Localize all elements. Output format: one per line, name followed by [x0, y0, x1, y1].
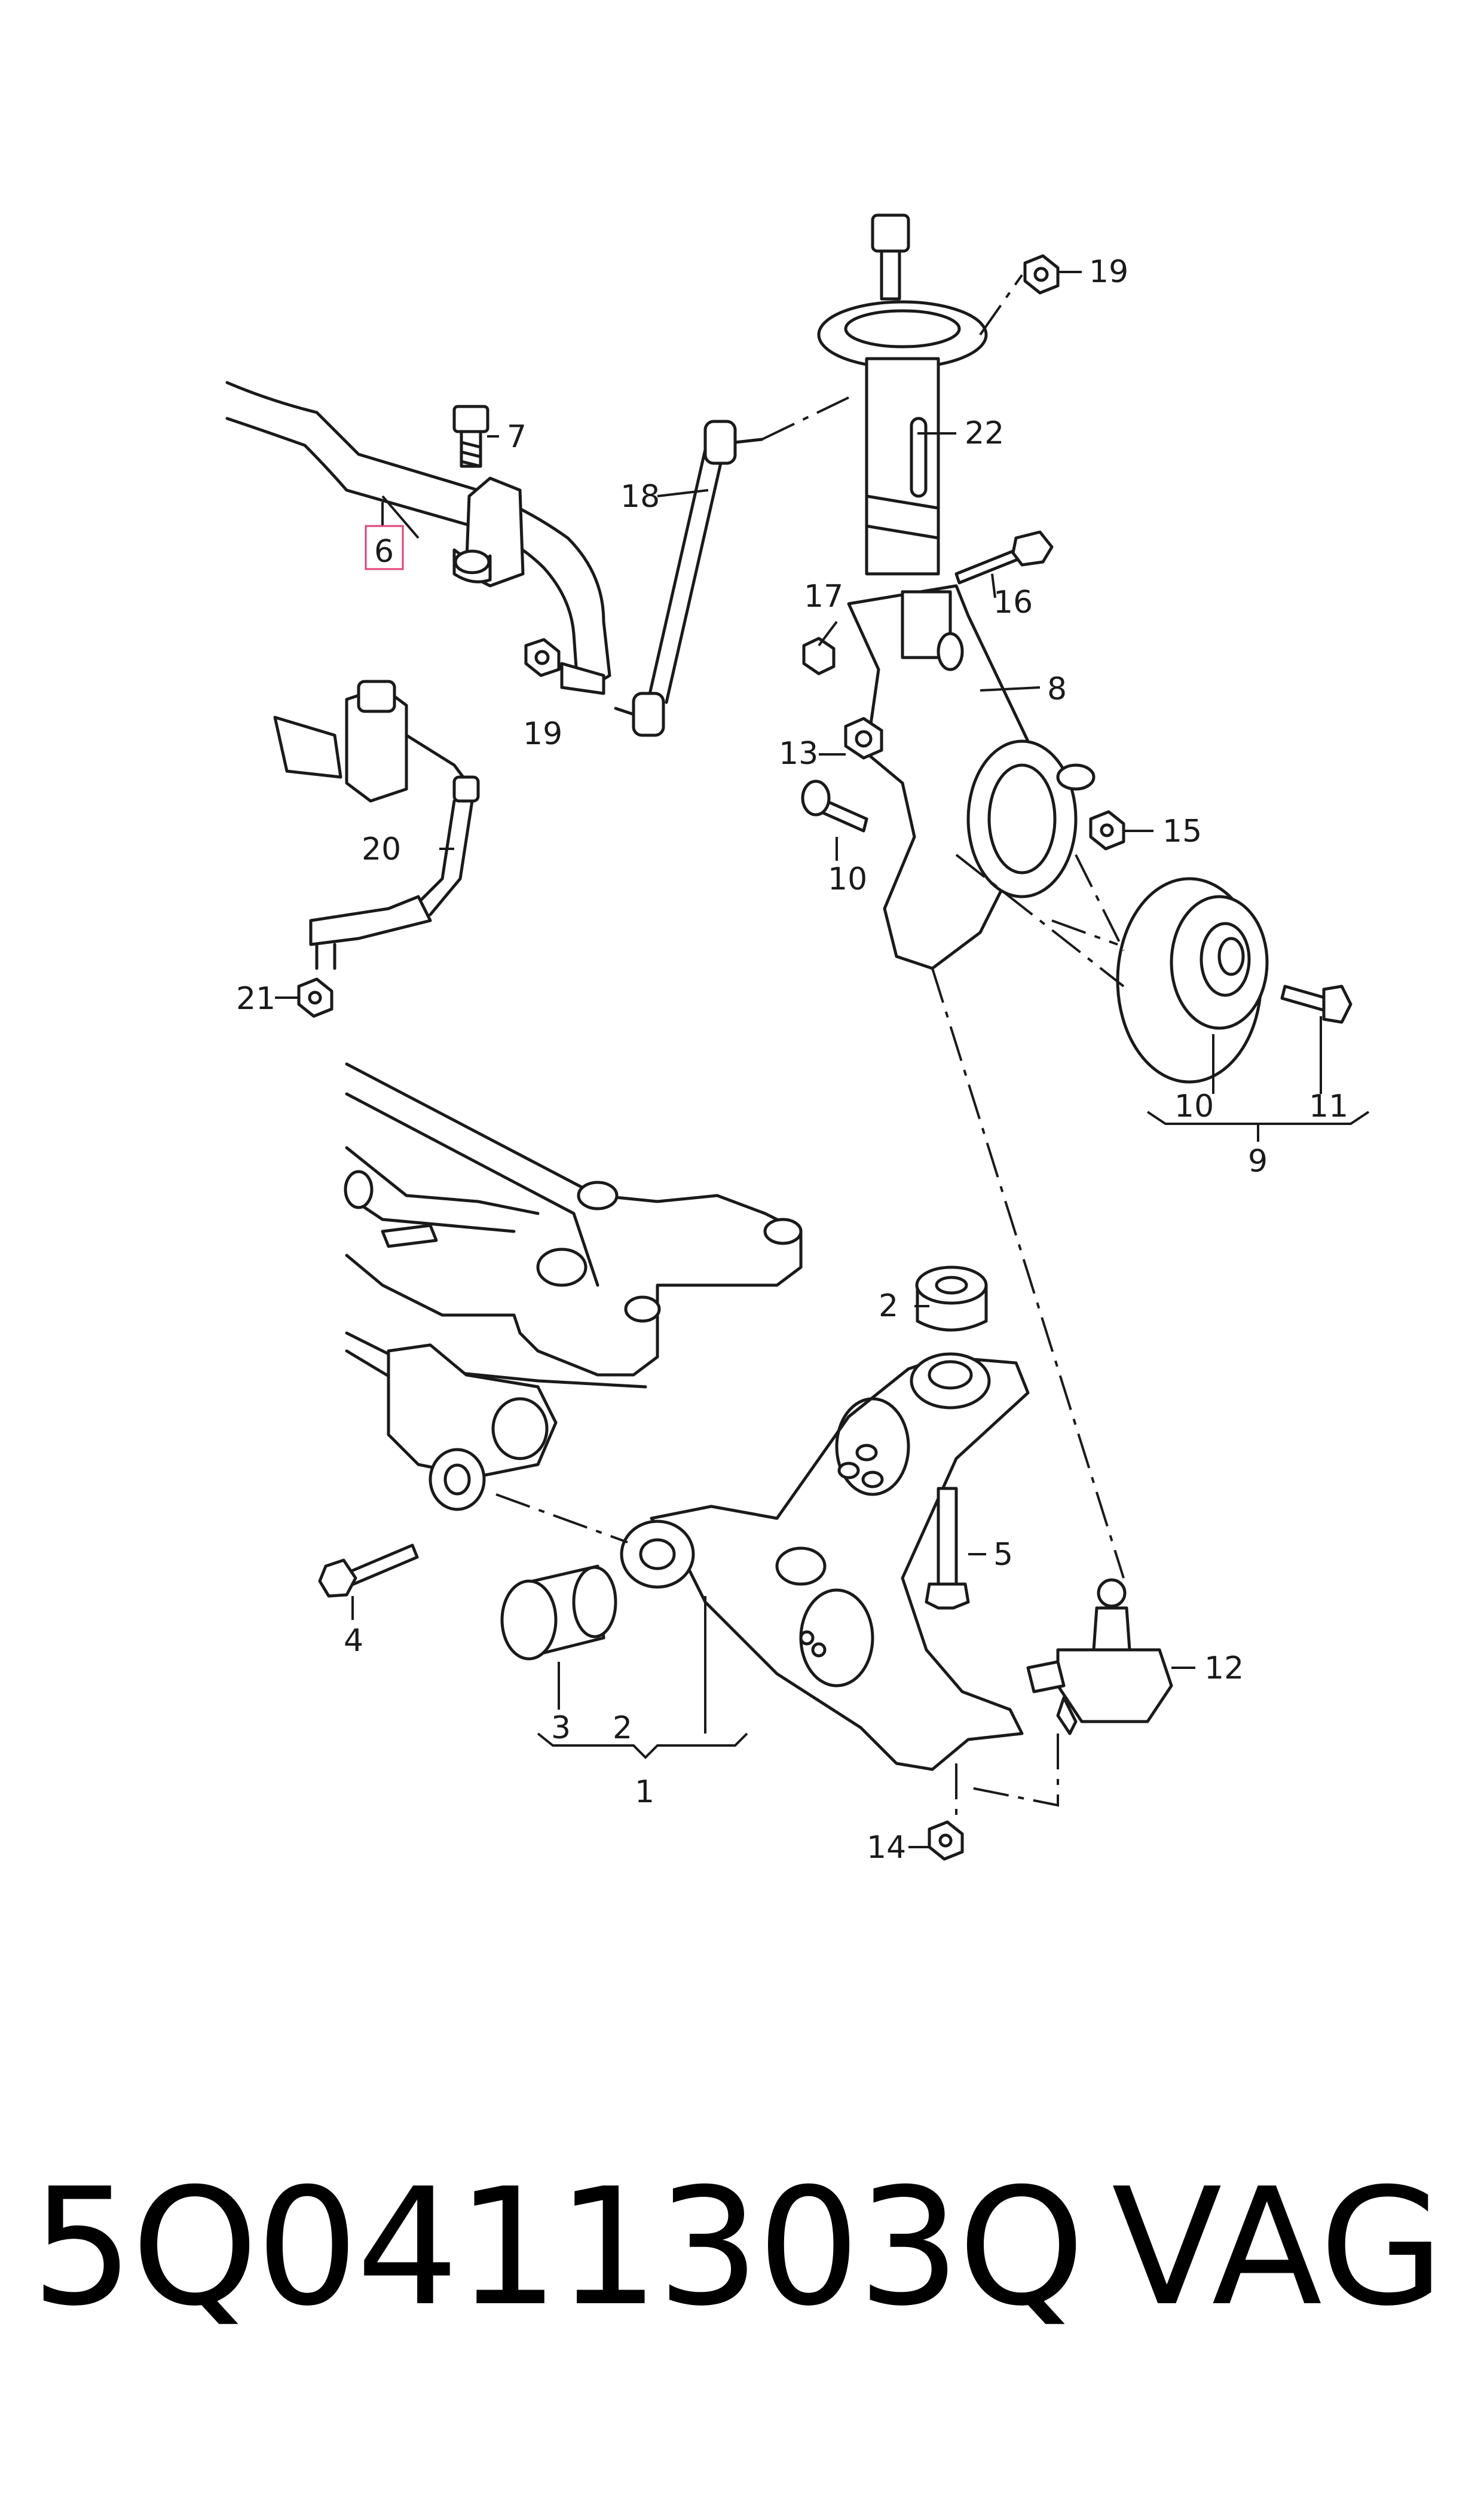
wheel-hub — [1116, 877, 1269, 1084]
callout-label: 19 — [1089, 254, 1128, 290]
callout-label: 17 — [804, 579, 843, 615]
callout-label: 4 — [344, 1623, 363, 1659]
bolt-5 — [925, 1487, 970, 1610]
callout-label: 3 — [551, 1710, 571, 1746]
bolt-16 — [954, 530, 1054, 585]
nut-19-top — [1023, 254, 1060, 295]
callout-label: 19 — [523, 716, 562, 752]
callout-label: 18 — [620, 479, 660, 515]
callout-label-highlighted: 6 — [374, 534, 394, 570]
steering-knuckle — [847, 584, 1096, 970]
stabilizer-bar — [225, 381, 611, 683]
control-arm — [620, 1352, 1030, 1771]
subframe — [344, 1062, 803, 1511]
callout-label: 16 — [993, 585, 1033, 620]
bolt-11 — [1280, 985, 1353, 1024]
callout-label: 10 — [828, 861, 867, 897]
bushing-3 — [500, 1564, 617, 1661]
callout-label: 2 — [613, 1710, 632, 1746]
callout-label: 1 — [635, 1774, 654, 1810]
callout-label: 5 — [993, 1537, 1013, 1573]
callout-label: 2 — [879, 1288, 898, 1324]
callout-label: 13 — [779, 736, 818, 772]
callout-label: 22 — [965, 415, 1004, 451]
level-sensor — [273, 680, 480, 970]
callout-label: 10 — [1174, 1089, 1214, 1124]
strut — [817, 213, 988, 576]
callout-label: 20 — [362, 831, 401, 867]
assembly-lines — [495, 274, 1125, 1817]
leader-lines — [275, 271, 1370, 1848]
callout-label: 11 — [1309, 1089, 1348, 1124]
callout-label: 15 — [1162, 814, 1202, 849]
brand-name: VAG — [1112, 2153, 1445, 2341]
callout-label: 21 — [236, 981, 276, 1017]
callout-label: 8 — [1047, 671, 1067, 707]
nut-13 — [844, 717, 883, 760]
nut-15 — [1089, 810, 1125, 851]
nut-19-left — [524, 638, 561, 677]
bolt-7 — [452, 405, 489, 468]
bushing-2-top — [915, 1265, 988, 1332]
callout-label: 9 — [1248, 1144, 1268, 1179]
highlight-box — [365, 525, 404, 570]
bolt-4 — [318, 1543, 419, 1598]
bolt-10-left — [801, 779, 868, 833]
callout-label: 12 — [1204, 1650, 1244, 1686]
nut-17 — [802, 637, 836, 675]
coupling-rod — [560, 420, 764, 737]
callout-label: 7 — [507, 419, 527, 455]
nut-14 — [928, 1820, 964, 1861]
ball-joint — [1026, 1578, 1173, 1735]
callout-label: 14 — [867, 1830, 906, 1866]
nut-21 — [297, 977, 333, 1018]
part-number: 5Q0411303Q — [31, 2153, 1085, 2341]
